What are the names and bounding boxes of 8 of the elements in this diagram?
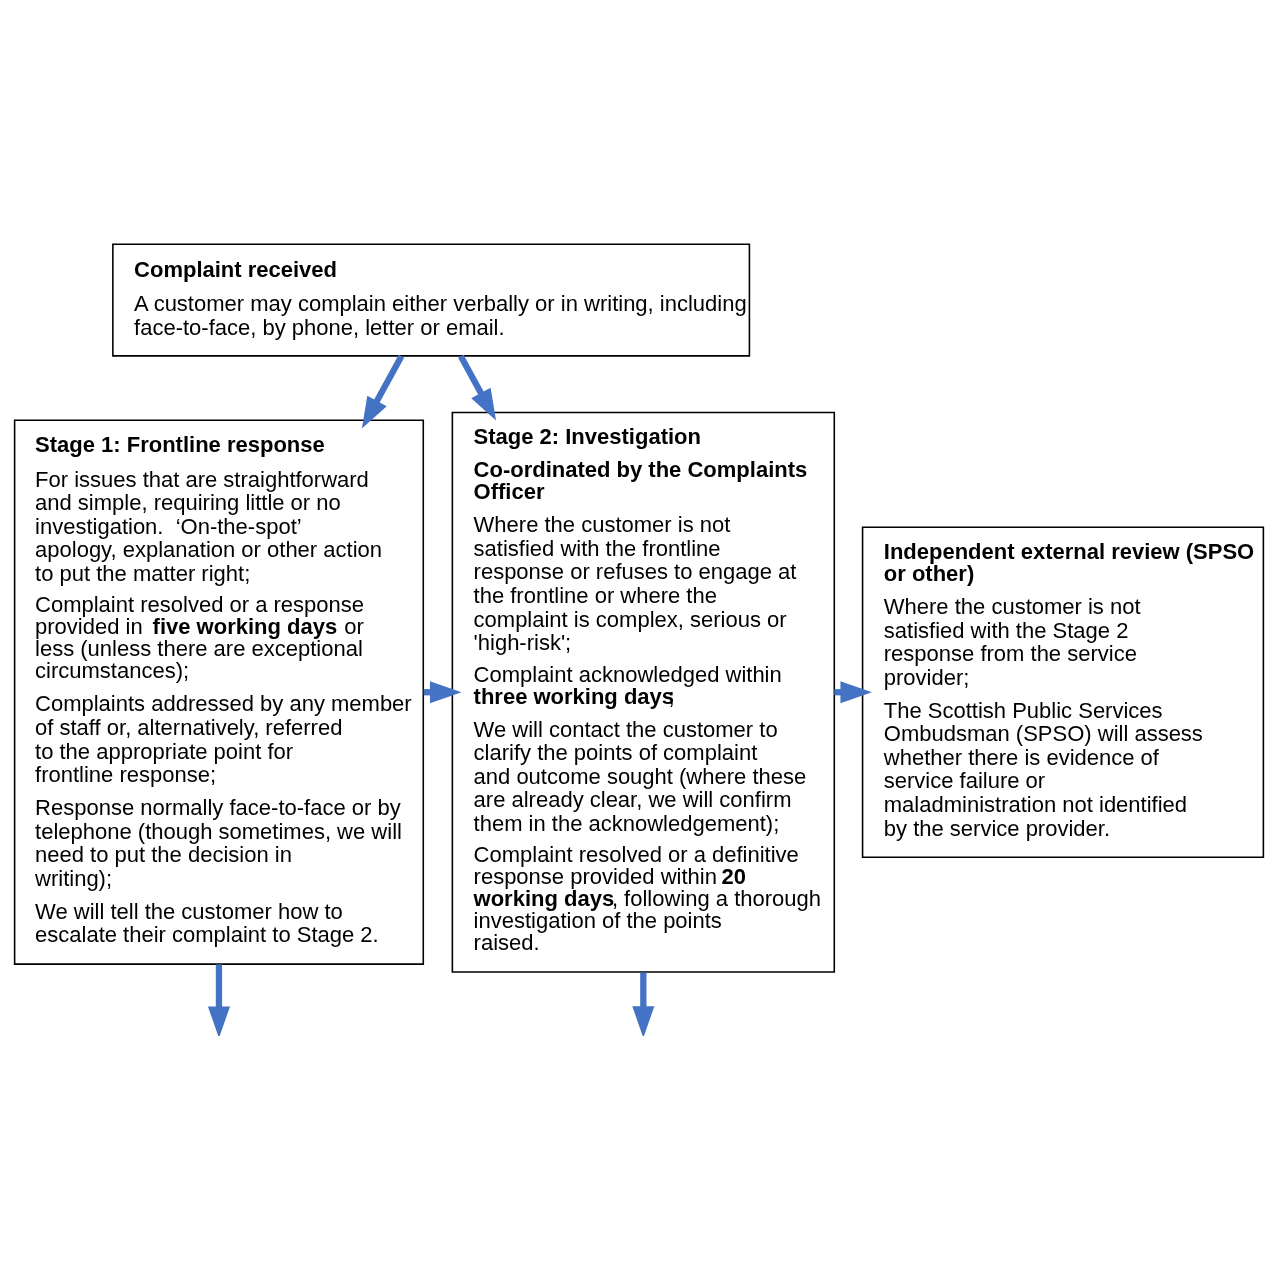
arrow <box>207 964 230 1036</box>
arrow <box>458 354 496 421</box>
node-box: Stage 1: Frontline response For issues that are straightforward and simple, requiring little or no investigation. ‘On-the-spot’ apology, explanation or other action to put the matter right; Complaint resolved or a response provided in five working days or less (unless there are exceptional circumstances); Complaints addressed by any member of staff or, alternatively, referred to the appropriate point for frontline response; Response normally face-to-face or by telephone (though sometimes, we will need to put the decision in writing); We will tell the customer how to escalate their complaint to Stage 2. <box>13 419 425 965</box>
node-box: Independent external review (SPSO or other) Where the customer is not satisfied with the Stage 2 response from the service provider; The Scottish Public Services Ombudsman (SPSO) will assess whether there is evidence of service failure or maladministration not identified by the service provider. <box>861 526 1265 859</box>
arrow <box>632 972 655 1036</box>
node-box: Complaint received A customer may complain either verbally or in writing, including face-to-face, by phone, letter or email. <box>112 243 751 357</box>
arrow <box>361 354 405 429</box>
node-box: Stage 2: Investigation Co-ordinated by the Complaints Officer Where the customer is not satisfied with the frontline response or refuses to engage at the frontline or where the complaint is complex, serious or 'high-risk'; Complaint acknowledged within three working days; We will contact the customer to clarify the points of complaint and outcome sought (where these are already clear, we will confirm them in the acknowledgement); Complaint resolved or a definitive response provided within 20 working days, following a thorough investigation of the points raised. <box>451 411 836 973</box>
